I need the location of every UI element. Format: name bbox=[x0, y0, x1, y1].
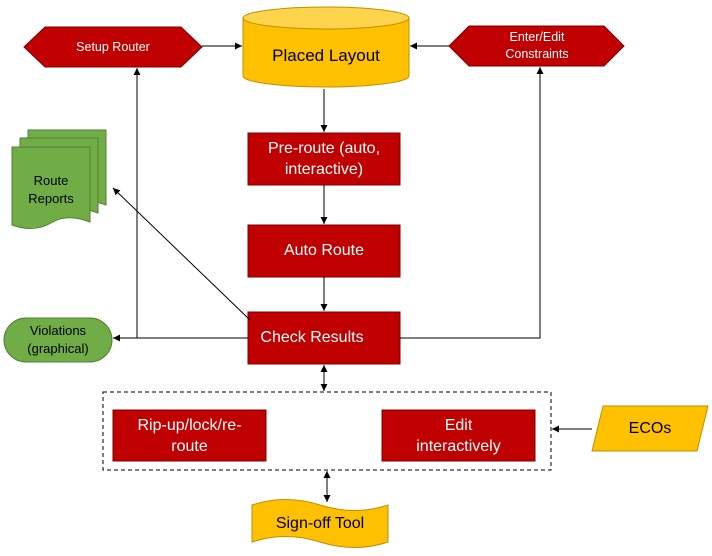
auto-route-box bbox=[247, 224, 401, 278]
rework-group-dashed-border bbox=[102, 391, 552, 471]
rip-up-box bbox=[112, 409, 267, 462]
check-results-box bbox=[247, 311, 401, 365]
setup-router-hexagon bbox=[23, 26, 203, 68]
ecos-parallelogram bbox=[591, 405, 709, 452]
placed-layout-cylinder bbox=[242, 6, 410, 88]
pre-route-box bbox=[247, 132, 401, 186]
arrow-check-to-constraints bbox=[400, 67, 544, 339]
arrow-check-to-setup bbox=[133, 68, 248, 339]
violations-terminator bbox=[3, 317, 113, 363]
arrow-check-to-reports bbox=[112, 187, 251, 321]
route-reports-documents bbox=[11, 129, 107, 229]
sign-off-tool-banner bbox=[251, 499, 389, 548]
enter-edit-constraints-hexagon bbox=[448, 25, 625, 67]
connectors bbox=[112, 42, 592, 502]
edit-interactively-box bbox=[381, 409, 536, 462]
